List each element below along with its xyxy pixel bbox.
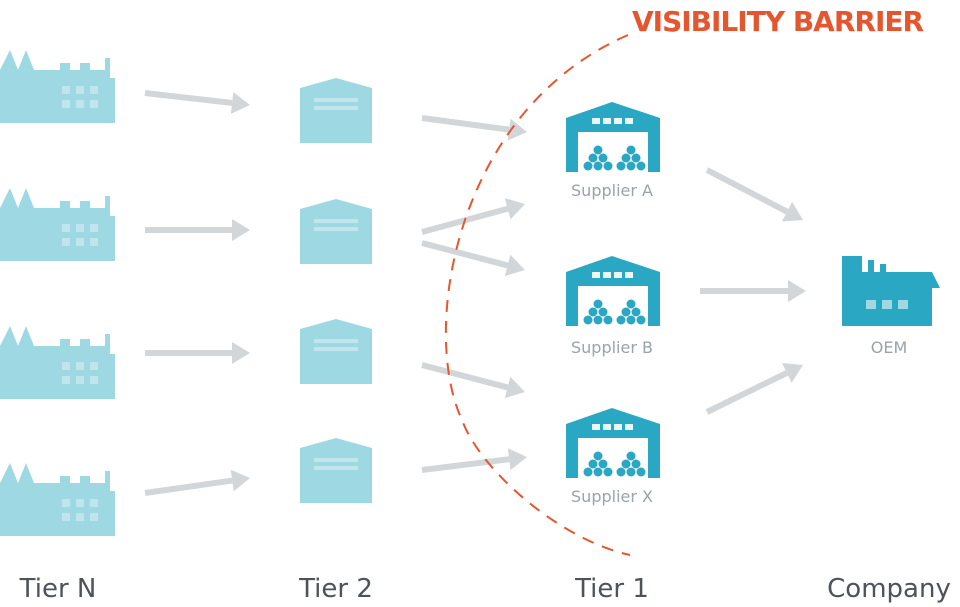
warehouse-icon [300,319,372,384]
factory-icon [0,188,115,261]
arrow-icon [700,280,806,302]
factory-icon [0,50,115,123]
warehouse-icon [566,256,660,326]
arrow-icon [144,469,250,496]
arrow-icon [421,362,525,399]
column-label-tier-n: Tier N [19,574,97,604]
warehouse-icon [566,408,660,478]
arrow-icon [144,90,250,114]
factory-icon [0,326,115,399]
supplier-b-label: Supplier B [571,338,653,357]
column-label-tier-2: Tier 2 [298,574,373,604]
tier-2-column [300,78,372,503]
warehouse-icon [566,102,660,172]
tier-1-column [566,102,660,478]
arrow-icon [145,219,250,241]
warehouse-icon [300,438,372,503]
arrow-icon [705,363,803,415]
column-label-tier-1: Tier 1 [574,574,649,604]
arrow-icon [421,448,527,473]
oem-label: OEM [871,338,908,357]
arrow-icon [421,240,525,277]
visibility-barrier-curve [444,34,631,556]
factory-icon [0,463,115,536]
visibility-barrier-label: VISIBILITY BARRIER [632,5,923,38]
arrow-icon [705,167,803,222]
oem-factory-icon [842,256,940,326]
arrow-icon [421,198,525,235]
warehouse-icon [300,199,372,264]
arrow-icon [421,115,527,141]
company-column [842,256,940,326]
supplier-a-label: Supplier A [571,181,653,200]
column-label-company: Company [827,574,951,604]
arrow-icon [145,342,250,364]
supplier-x-label: Supplier X [571,487,653,506]
arrows-layer [144,90,806,496]
tier-n-column [0,50,115,536]
warehouse-icon [300,78,372,143]
